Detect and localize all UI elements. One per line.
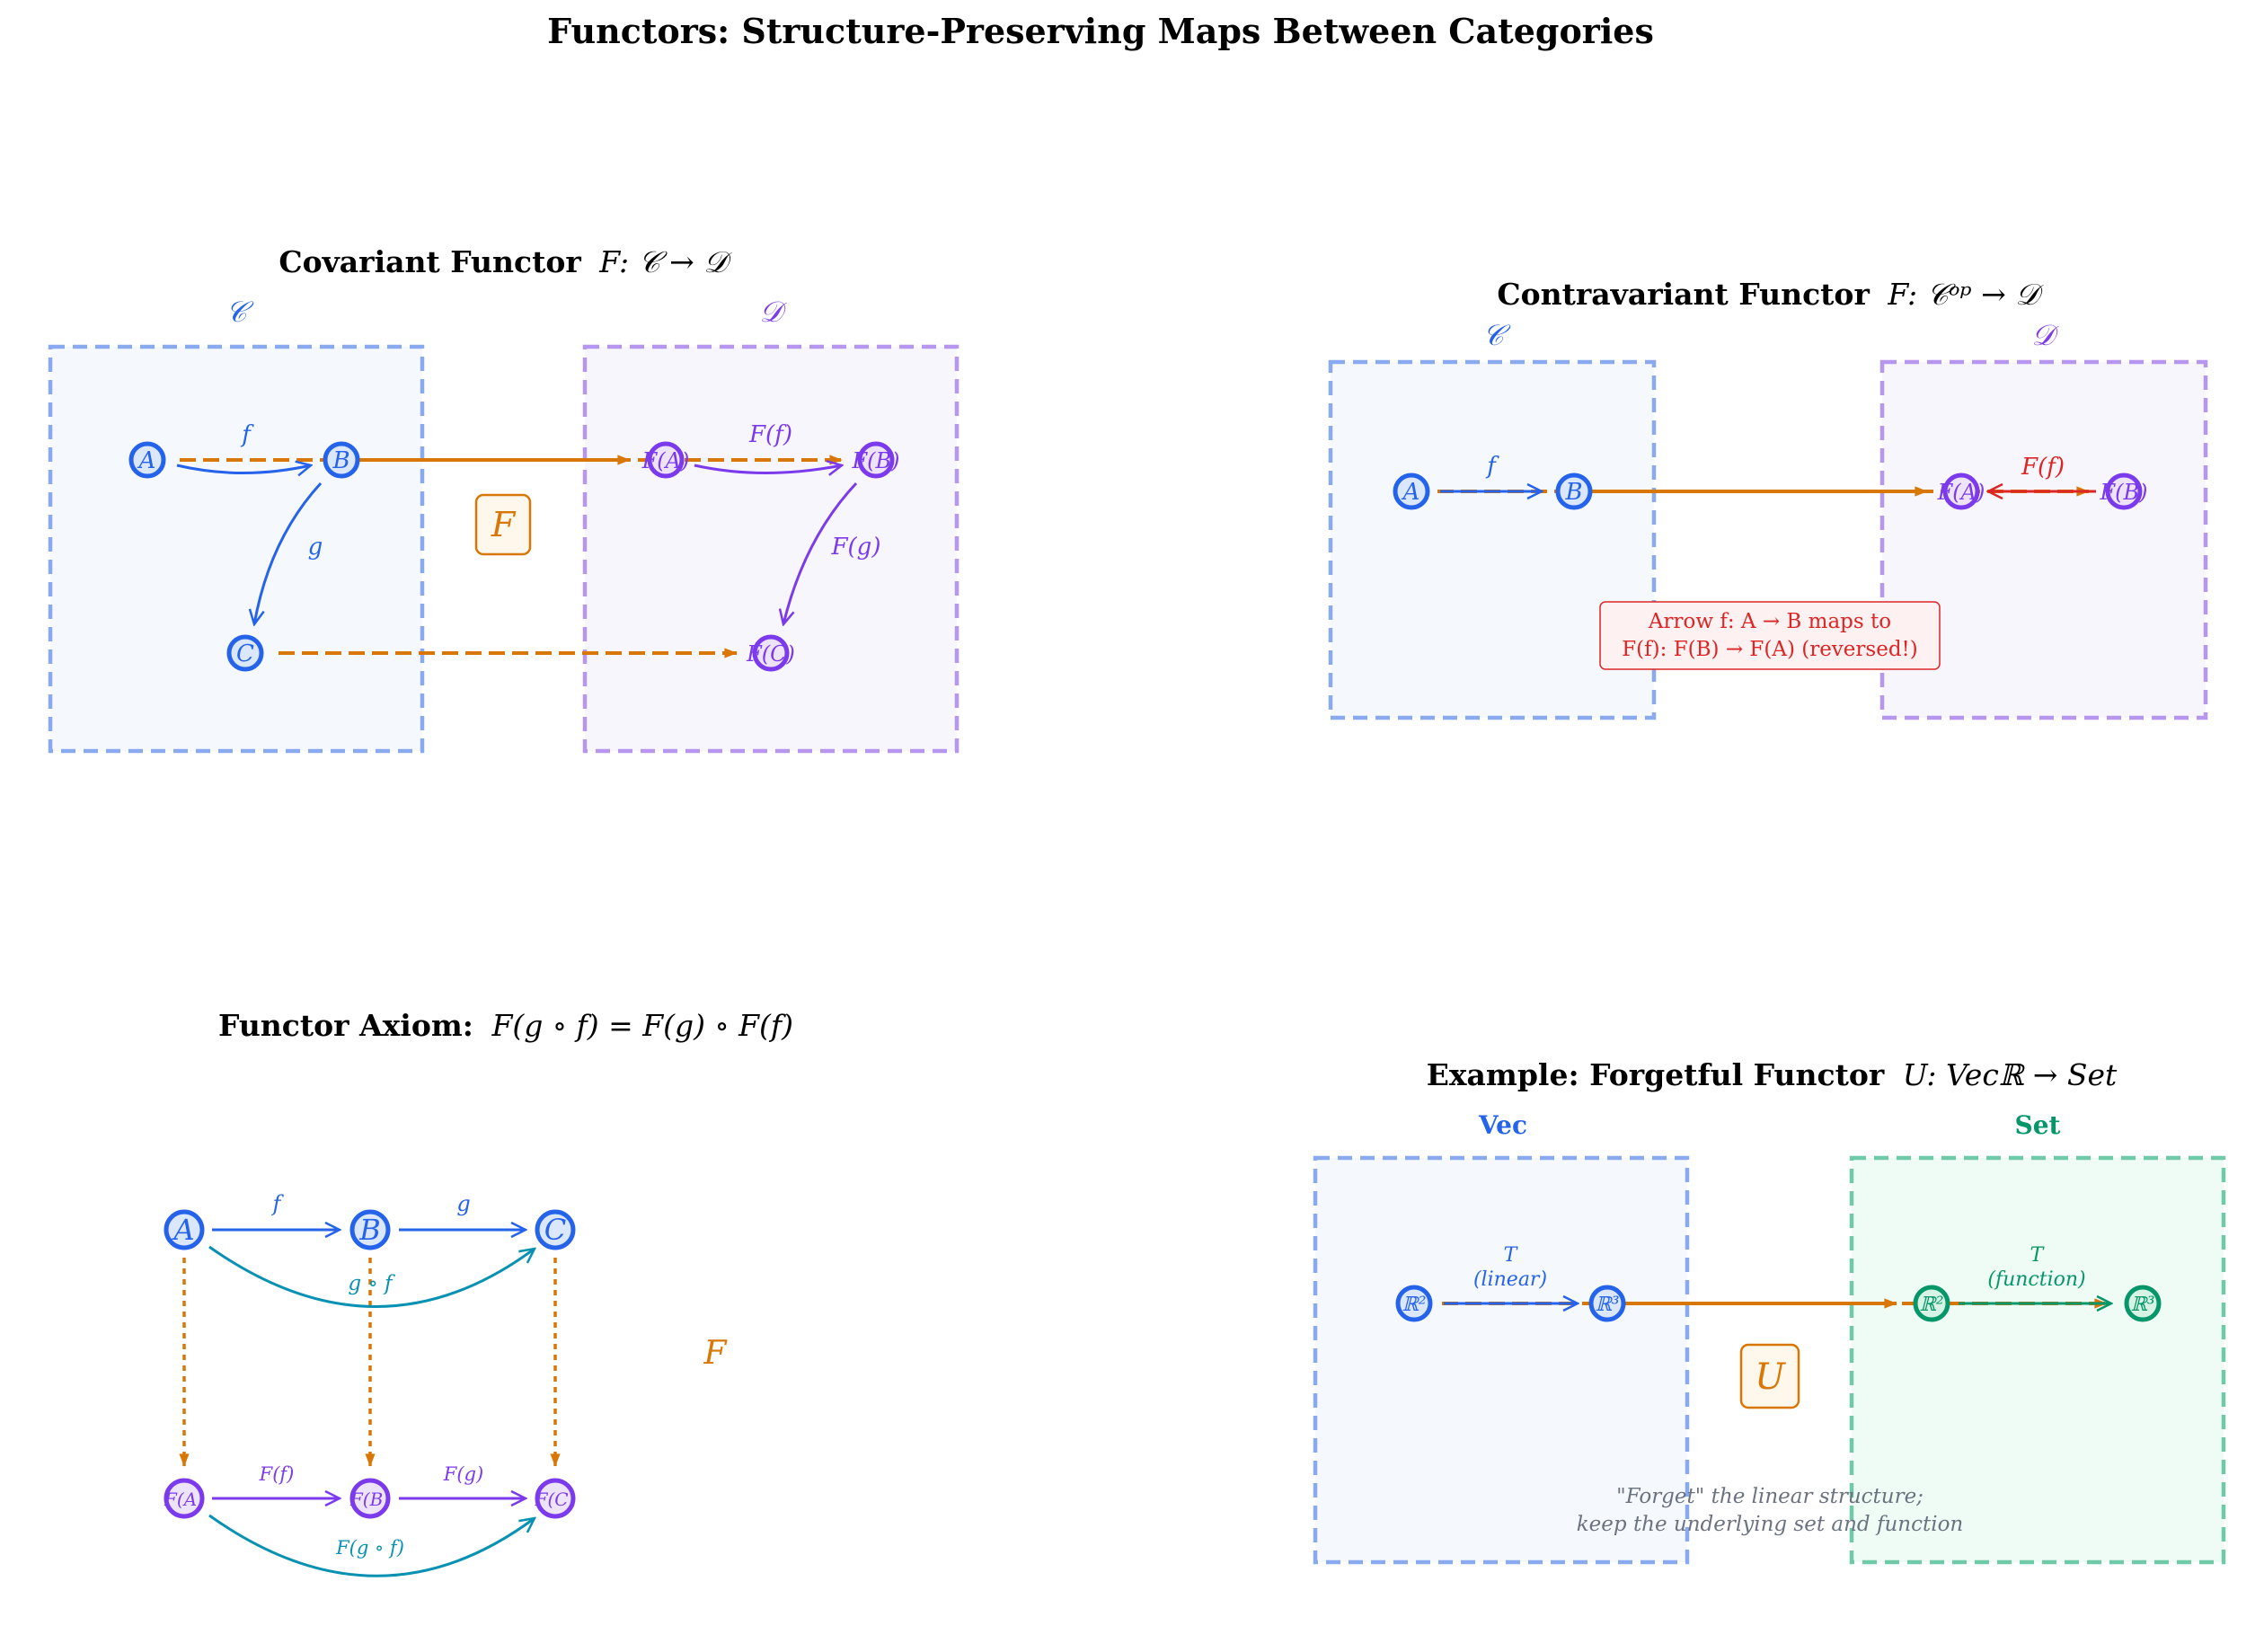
forgetful-category-set-label: Set (2015, 1110, 2061, 1140)
forgetful-arrow-linear-desc: (linear) (1473, 1268, 1547, 1291)
forgetful-node-set-r3-label: ℝ³ (2130, 1294, 2154, 1316)
axiom-arrow-Ff-label: F(f) (259, 1463, 295, 1485)
axiom-node-fb-label: F(B) (349, 1489, 390, 1510)
axiom-arrow-Fg-label: F(g) (443, 1463, 483, 1485)
forgetful-category-set-box (1849, 1155, 2226, 1565)
covariant-node-b (323, 441, 360, 479)
axiom-arrow-g-label: g (456, 1191, 470, 1216)
forgetful-node-set-r3 (2124, 1285, 2162, 1322)
covariant-node-b-label: B (332, 447, 349, 474)
contravariant-note-line1: Arrow f: A → B maps to (1648, 610, 1891, 633)
forgetful-functor-label: U (1755, 1356, 1786, 1398)
axiom-node-c (535, 1209, 576, 1250)
covariant-category-d-box (582, 344, 960, 754)
contravariant-node-b-label: B (1564, 479, 1582, 506)
axiom-node-fa (164, 1478, 205, 1519)
covariant-title: Covariant Functor F: 𝒞 → 𝒟 (279, 244, 732, 279)
axiom-node-b (349, 1209, 391, 1250)
contravariant-node-a (1393, 473, 1430, 510)
forgetful-node-set-r2-label: ℝ² (1919, 1294, 1943, 1316)
covariant-functor-label: F (491, 505, 517, 544)
axiom-panel: Functor Axiom: F(g ∘ f) = F(g) ∘ F(f) F … (164, 1008, 793, 1577)
forgetful-arrow-function-name: T (2030, 1244, 2046, 1267)
covariant-category-d-label: 𝒟 (759, 295, 787, 329)
axiom-arrow-gf-label: g ∘ f (348, 1272, 395, 1295)
covariant-title-math: F: 𝒞 → 𝒟 (598, 244, 732, 279)
contravariant-node-fa (1942, 473, 1980, 510)
covariant-arrow-Ff-label: F(f) (748, 421, 792, 448)
covariant-node-c (226, 634, 264, 672)
covariant-arrow-g-label: g (308, 534, 323, 561)
figure-title: Functors: Structure-Preserving Maps Betw… (547, 11, 1654, 51)
contravariant-node-b (1555, 473, 1593, 510)
forgetful-arrow-function-desc: (function) (1987, 1268, 2085, 1291)
covariant-node-a (128, 441, 166, 479)
axiom-title-bold: Functor Axiom: (218, 1008, 473, 1043)
contravariant-category-d-label: 𝒟 (2031, 318, 2059, 352)
axiom-node-fc (535, 1478, 576, 1519)
forgetful-title-math: U: Vecℝ → Set (1903, 1057, 2118, 1092)
axiom-arrow-Fgf (208, 1514, 535, 1577)
axiom-title-math: F(g ∘ f) = F(g) ∘ F(f) (491, 1008, 793, 1043)
forgetful-node-set-r2 (1913, 1285, 1950, 1322)
covariant-node-fc (752, 634, 790, 672)
axiom-node-fa-label: F(A) (164, 1489, 204, 1510)
covariant-node-a-label: A (137, 447, 156, 474)
axiom-functor-label: F (703, 1335, 729, 1372)
contravariant-node-fb (2105, 473, 2143, 510)
contravariant-arrow-Ff-label: F(f) (2021, 454, 2065, 481)
forgetful-node-vec-r2-label: ℝ² (1402, 1294, 1426, 1316)
contravariant-title: Contravariant Functor F: 𝒞ᵒᵖ → 𝒟 (1497, 277, 2044, 312)
covariant-functor-box (474, 493, 532, 556)
contravariant-title-math: F: 𝒞ᵒᵖ → 𝒟 (1887, 277, 2044, 312)
axiom-arrow-f-label: f (271, 1191, 285, 1216)
contravariant-node-fb-label: F(B) (2099, 480, 2147, 505)
forgetful-panel: Example: Forgetful Functor U: Vecℝ → Set… (1313, 1057, 2226, 1565)
contravariant-title-bold: Contravariant Functor (1497, 277, 1870, 312)
axiom-title: Functor Axiom: F(g ∘ f) = F(g) ∘ F(f) (218, 1008, 793, 1043)
axiom-arrow-gf (208, 1245, 535, 1308)
forgetful-category-vec-box (1313, 1155, 1690, 1565)
forgetful-category-vec-label: Vec (1478, 1110, 1527, 1140)
axiom-node-fb (349, 1478, 391, 1519)
axiom-node-a-label: A (171, 1213, 194, 1247)
axiom-node-fc-label: F(C) (535, 1489, 576, 1510)
covariant-category-c-box (48, 344, 425, 754)
axiom-node-b-label: B (358, 1213, 381, 1247)
covariant-node-c-label: C (236, 640, 254, 667)
covariant-arrow-g (254, 481, 323, 624)
covariant-title-bold: Covariant Functor (279, 244, 581, 279)
covariant-arrow-Fg-label: F(g) (831, 534, 881, 561)
forgetful-node-vec-r3-label: ℝ³ (1595, 1294, 1619, 1316)
contravariant-note-line2: F(f): F(B) → F(A) (reversed!) (1622, 638, 1918, 661)
axiom-arrow-Fgf-label: F(g ∘ f) (335, 1537, 404, 1559)
forgetful-note-line1: "Forget" the linear structure; (1616, 1485, 1924, 1508)
contravariant-note-box (1599, 601, 1941, 670)
forgetful-functor-box (1739, 1343, 1800, 1409)
covariant-arrow-f (176, 465, 311, 473)
covariant-node-fb (857, 441, 895, 479)
covariant-node-fa (647, 441, 685, 479)
forgetful-node-vec-r2 (1395, 1285, 1433, 1322)
covariant-node-fb-label: F(B) (851, 448, 899, 473)
covariant-node-fc-label: F(C) (746, 641, 795, 667)
forgetful-node-vec-r3 (1588, 1285, 1626, 1322)
covariant-node-fa-label: F(A) (641, 448, 690, 473)
contravariant-panel: Contravariant Functor F: 𝒞ᵒᵖ → 𝒟 𝒞 𝒟 f F… (1328, 277, 2208, 720)
covariant-category-c-label: 𝒞 (226, 295, 254, 329)
axiom-node-a (164, 1209, 205, 1250)
contravariant-category-c-label: 𝒞 (1482, 318, 1511, 352)
forgetful-note-line2: keep the underlying set and function (1577, 1513, 1964, 1536)
axiom-node-c-label: C (544, 1213, 566, 1247)
covariant-arrow-Fg (783, 481, 858, 624)
contravariant-node-a-label: A (1402, 479, 1420, 506)
forgetful-arrow-linear-name: T (1504, 1244, 1519, 1267)
covariant-arrow-Ff (694, 465, 842, 473)
contravariant-node-fa-label: F(A) (1937, 480, 1985, 505)
forgetful-title-bold: Example: Forgetful Functor (1427, 1057, 1885, 1092)
forgetful-title: Example: Forgetful Functor U: Vecℝ → Set (1427, 1057, 2118, 1092)
covariant-panel: Covariant Functor F: 𝒞 → 𝒟 𝒞 𝒟 f g F(f) … (48, 244, 960, 754)
